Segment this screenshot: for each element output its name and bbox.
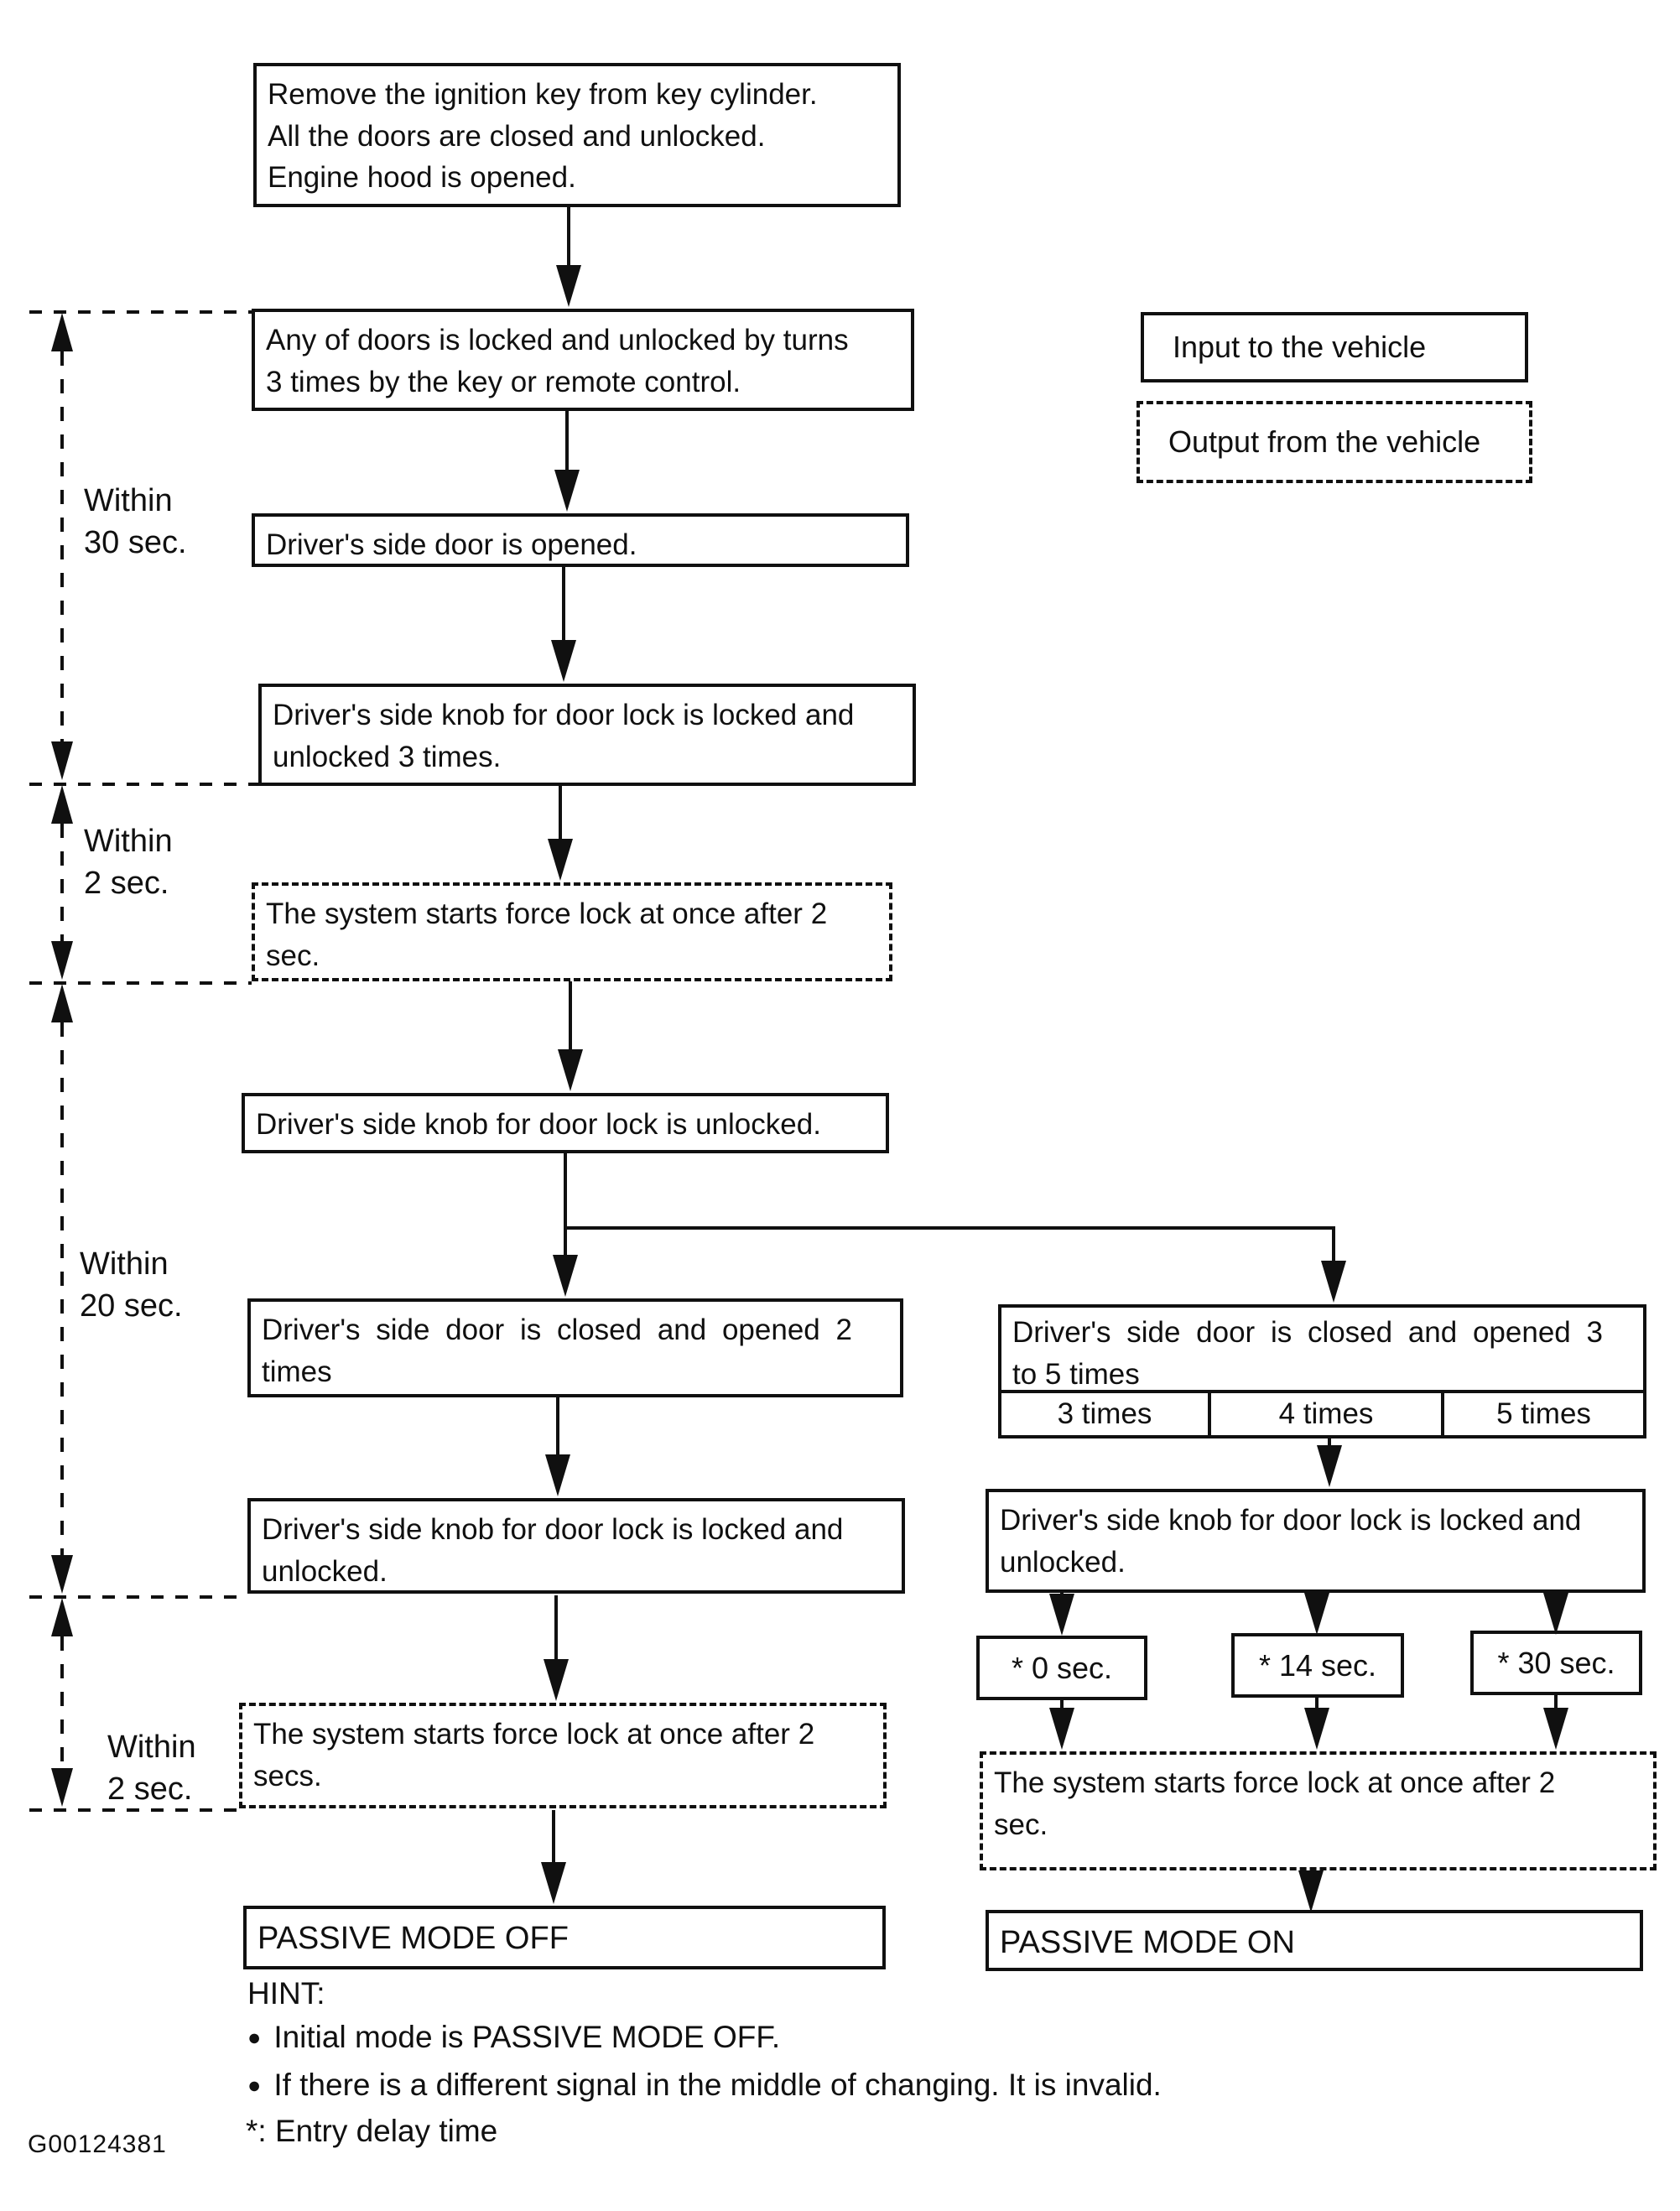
flow-arrow [1304,1593,1329,1635]
node-knob-locked-unlocked-right: Driver's side knob for door lock is lock… [986,1489,1646,1593]
times-option-5: 5 times [1441,1393,1643,1435]
timing-span-arrow [50,1598,74,1807]
hint-bullet-text: If there is a different signal in the mi… [273,2068,1162,2102]
timing-span-arrow [50,313,74,780]
timing-rail [29,310,252,314]
hint-bullet: ● If there is a different signal in the … [247,2068,1162,2103]
legend-input-box: Input to the vehicle [1141,312,1528,382]
timing-label-within-2-sec-bottom: Within 2 sec. [107,1730,196,1808]
times-option-3: 3 times [1057,1397,1152,1430]
bullet-icon: ● [247,2025,262,2050]
legend-output-box: Output from the vehicle [1136,401,1532,483]
node-force-lock-output: The system starts force lock at once aft… [252,882,892,981]
node-force-lock-output-left: The system starts force lock at once aft… [239,1703,887,1808]
figure-id: G00124381 [28,2130,167,2158]
timing-label-within-20-sec: Within 20 sec. [80,1246,183,1324]
flow-arrow [553,1153,578,1297]
branch-line [565,1226,1335,1230]
timing-span-arrow [50,785,74,980]
flow-arrow [1321,1228,1346,1303]
flow-arrow [545,1397,570,1496]
flow-arrow [1049,1593,1074,1636]
node-entry-delay-30-sec: * 30 sec. [1470,1631,1642,1695]
flow-arrow [1317,1437,1342,1487]
flow-arrow [556,207,581,307]
timing-rail [29,981,252,985]
timing-rail [29,1808,239,1812]
timing-label-within-2-sec: Within 2 sec. [84,824,173,902]
hint-bullet: ● Initial mode is PASSIVE MODE OFF. [247,2020,780,2055]
timing-rail [29,1595,247,1599]
flow-arrow [551,567,576,682]
flow-arrow [554,411,580,512]
flow-arrow [1543,1695,1568,1750]
timing-rail [29,783,258,786]
times-options-row: 3 times 4 times 5 times [998,1390,1646,1438]
times-option-4: 4 times [1208,1393,1441,1435]
hint-title: HINT: [247,1976,325,2011]
flow-arrow [1298,1870,1324,1912]
node-knob-locked-unlocked-left: Driver's side knob for door lock is lock… [247,1498,905,1594]
node-force-lock-output-right: The system starts force lock at once aft… [980,1751,1657,1870]
node-door-closed-opened-2-times: Driver's side door is closed and opened … [247,1298,903,1397]
node-driver-door-opened: Driver's side door is opened. [252,513,909,567]
node-knob-unlocked: Driver's side knob for door lock is unlo… [242,1093,889,1153]
bullet-icon: ● [247,2073,262,2098]
node-knob-locked-unlocked-3-times: Driver's side knob for door lock is lock… [258,684,916,786]
node-passive-mode-on: PASSIVE MODE ON [986,1910,1643,1971]
flow-arrow [541,1810,566,1904]
hint-bullet-text: Initial mode is PASSIVE MODE OFF. [273,2020,781,2054]
node-passive-mode-off: PASSIVE MODE OFF [243,1906,886,1969]
node-entry-delay-0-sec: * 0 sec. [976,1636,1147,1700]
node-lock-unlock-3-times: Any of doors is locked and unlocked by t… [252,309,914,411]
node-entry-delay-14-sec: * 14 sec. [1231,1633,1404,1698]
timing-span-arrow [50,984,74,1594]
flow-arrow [558,981,583,1091]
timing-label-within-30-sec: Within 30 sec. [84,483,187,561]
flow-arrow [1049,1700,1074,1750]
hint-footnote: *: Entry delay time [246,2114,498,2148]
node-door-closed-opened-3-to-5-times: Driver's side door is closed and opened … [998,1304,1646,1393]
flow-arrow [1543,1593,1568,1635]
flow-arrow [548,786,573,881]
flow-arrow [1304,1698,1329,1750]
flow-arrow [544,1595,569,1701]
node-start-conditions: Remove the ignition key from key cylinde… [253,63,901,207]
